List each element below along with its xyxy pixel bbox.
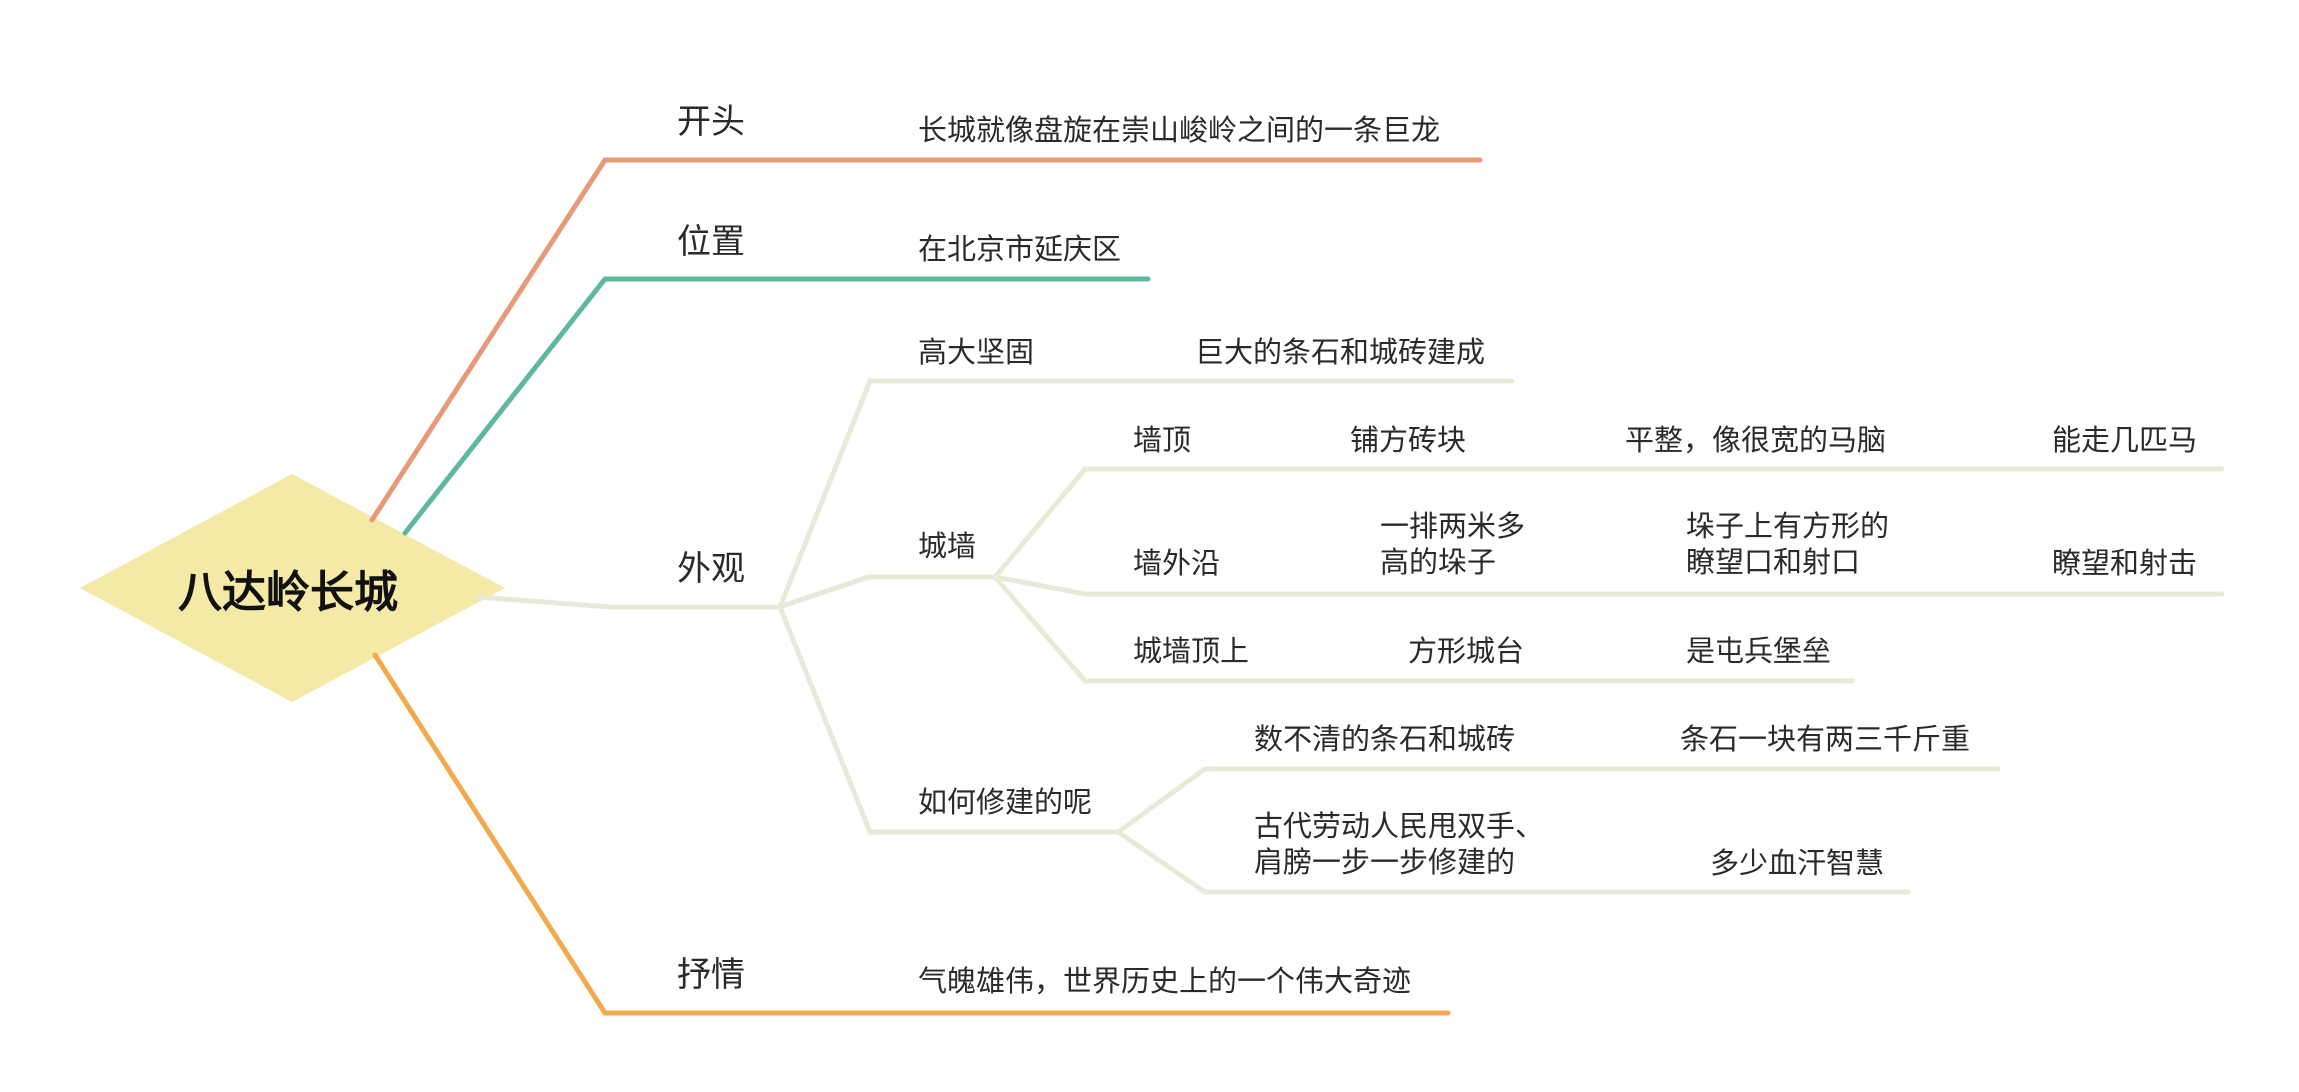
connector-laodong: [1115, 829, 1911, 895]
dingshang-label: 城墙顶上: [1133, 634, 1250, 668]
xiujian-label: 如何修建的呢: [918, 785, 1093, 819]
branch-waiguan-label: 外观: [677, 549, 745, 589]
branch-weizhi-label: 位置: [677, 222, 745, 262]
laodong-detail: 多少血汗智慧: [1710, 846, 1885, 880]
qiangding-detail-3: 能走几匹马: [2052, 423, 2198, 457]
root-node-shape: [80, 474, 505, 702]
qiangwaiyan-detail-3: 瞭望和射击: [2052, 546, 2198, 580]
connector-chengqiang: [777, 574, 998, 610]
connector-shuqing: [372, 652, 1451, 1016]
qiangwaiyan-detail-2-line1: 垛子上有方形的: [1686, 509, 1890, 543]
qiangwaiyan-detail-1-line2: 高的垛子: [1380, 545, 1497, 579]
shubuqing-label: 数不清的条石和城砖: [1254, 722, 1516, 756]
connector-waiguan: [475, 594, 783, 610]
qiangding-label: 墙顶: [1133, 423, 1192, 457]
weizhi-detail: 在北京市延庆区: [918, 232, 1122, 266]
dingshang-detail-2: 是屯兵堡垒: [1686, 634, 1832, 668]
branch-kaitou-label: 开头: [677, 102, 745, 142]
qiangding-detail-2: 平整，像很宽的马脑: [1625, 423, 1887, 457]
laodong-label-line2: 肩膀一步一步修建的: [1254, 845, 1516, 879]
chengqiang-label: 城墙: [918, 529, 977, 563]
connector-gaoda: [777, 378, 1515, 610]
connector-qiangwaiyan: [992, 574, 2225, 597]
laodong-label-line1: 古代劳动人民甩双手、: [1254, 809, 1545, 843]
qiangwaiyan-label: 墙外沿: [1133, 546, 1221, 580]
gaoda-label: 高大坚固: [918, 335, 1035, 369]
shuqing-detail: 气魄雄伟，世界历史上的一个伟大奇迹: [918, 964, 1412, 998]
kaitou-detail: 长城就像盘旋在崇山峻岭之间的一条巨龙: [918, 113, 1441, 147]
gaoda-detail: 巨大的条石和城砖建成: [1195, 335, 1486, 369]
connector-weizhi: [402, 276, 1151, 536]
connector-dingshang: [992, 574, 1855, 684]
laodong-label: 古代劳动人民甩双手、 肩膀一步一步修建的: [1254, 808, 1544, 880]
qiangwaiyan-detail-1: 一排两米多 高的垛子: [1380, 508, 1525, 580]
qiangwaiyan-detail-1-line1: 一排两米多: [1380, 509, 1526, 543]
qiangwaiyan-detail-2: 垛子上有方形的 瞭望口和射口: [1686, 508, 1889, 580]
qiangwaiyan-detail-2-line2: 瞭望口和射口: [1686, 545, 1861, 579]
connector-kaitou: [369, 157, 1483, 523]
connector-shubuqing: [1115, 766, 2001, 835]
qiangding-detail-1: 铺方砖块: [1350, 423, 1467, 457]
dingshang-detail-1: 方形城台: [1408, 634, 1525, 668]
connector-xiujian: [777, 604, 1121, 835]
branch-shuqing-label: 抒情: [677, 955, 745, 995]
shubuqing-detail: 条石一块有两三千斤重: [1680, 722, 1971, 756]
root-node-label: 八达岭长城: [178, 567, 398, 618]
connector-qiangding: [992, 466, 2225, 580]
